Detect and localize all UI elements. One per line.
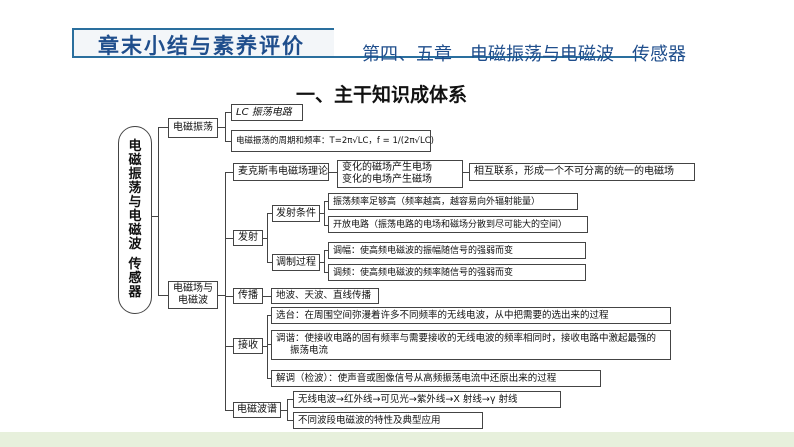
station-selection: 选台：在周围空间弥漫着许多不同频率的无线电波，从中把需要的选出来的过程 <box>271 307 671 324</box>
spectrum-order: 无线电波→红外线→可见光→紫外线→X 射线→γ 射线 <box>293 391 561 408</box>
propagation-modes: 地波、天波、直线传播 <box>271 288 379 304</box>
root-char: 与 <box>128 195 142 210</box>
lc-circuit-node: LC 振荡电路 <box>231 104 303 121</box>
tuning: 调谐：使接收电路的固有频率与需要接收的无线电波的频率相同时，接收电路中激起最强的… <box>271 330 671 360</box>
condition-high-frequency: 振荡频率足够高（频率越高，越容易向外辐射能量） <box>328 193 578 210</box>
modulation-node: 调制过程 <box>272 254 320 271</box>
root-char: 荡 <box>128 181 142 196</box>
root-char: 感 <box>128 271 142 286</box>
emission-conditions-node: 发射条件 <box>272 205 320 222</box>
maxwell-theory-node: 麦克斯韦电磁场理论 <box>233 163 329 181</box>
spectrum-node: 电磁波谱 <box>233 402 281 418</box>
condition-open-circuit: 开放电路（振荡电路的电场和磁场分散到尽可能大的空间） <box>328 216 588 233</box>
footer-band <box>0 432 794 447</box>
unified-field-node: 相互联系，形成一个不可分离的统一的电磁场 <box>469 163 695 181</box>
root-char: 振 <box>128 167 142 182</box>
demodulation: 解调（检波）：使声音或图像信号从高频振荡电流中还原出来的过程 <box>271 370 601 387</box>
header-left-title: 章末小结与素养评价 <box>98 34 305 58</box>
amplitude-modulation: 调幅：使高频电磁波的振幅随信号的强弱而变 <box>328 242 586 259</box>
propagation-node: 传播 <box>233 288 263 304</box>
em-field-wave-node: 电磁场与 电磁波 <box>168 281 218 309</box>
root-char: 器 <box>128 285 142 300</box>
header-right-title: 第四、五章 电磁振荡与电磁波 传感器 <box>362 44 686 65</box>
root-label: 电磁振荡与电磁波 传感器 <box>128 140 141 300</box>
root-char: 传 <box>128 257 142 272</box>
period-frequency-node: 电磁振荡的周期和频率：T=2π√LC，f = 1/(2π√LC) <box>231 130 434 152</box>
header-accent-line <box>72 56 642 58</box>
root-char: 波 <box>128 237 142 252</box>
receiving-node: 接收 <box>233 338 263 354</box>
header-bar: 章末小结与素养评价 第四、五章 电磁振荡与电磁波 传感器 <box>0 0 794 70</box>
root-char: 磁 <box>128 153 142 168</box>
root-char: 磁 <box>128 223 142 238</box>
frequency-modulation: 调频：使高频电磁波的频率随信号的强弱而变 <box>328 264 586 281</box>
section-title: 一、主干知识成体系 <box>296 84 468 106</box>
spectrum-applications: 不同波段电磁波的特性及典型应用 <box>293 412 483 429</box>
root-char: 电 <box>128 209 142 224</box>
root-char: 电 <box>128 139 142 154</box>
oscillation-node: 电磁振荡 <box>168 118 218 138</box>
root-node: 电磁振荡与电磁波 传感器 <box>118 126 152 314</box>
emission-node: 发射 <box>233 230 263 246</box>
header-left-tab <box>72 28 334 56</box>
maxwell-field-node: 变化的磁场产生电场 变化的电场产生磁场 <box>337 160 463 188</box>
